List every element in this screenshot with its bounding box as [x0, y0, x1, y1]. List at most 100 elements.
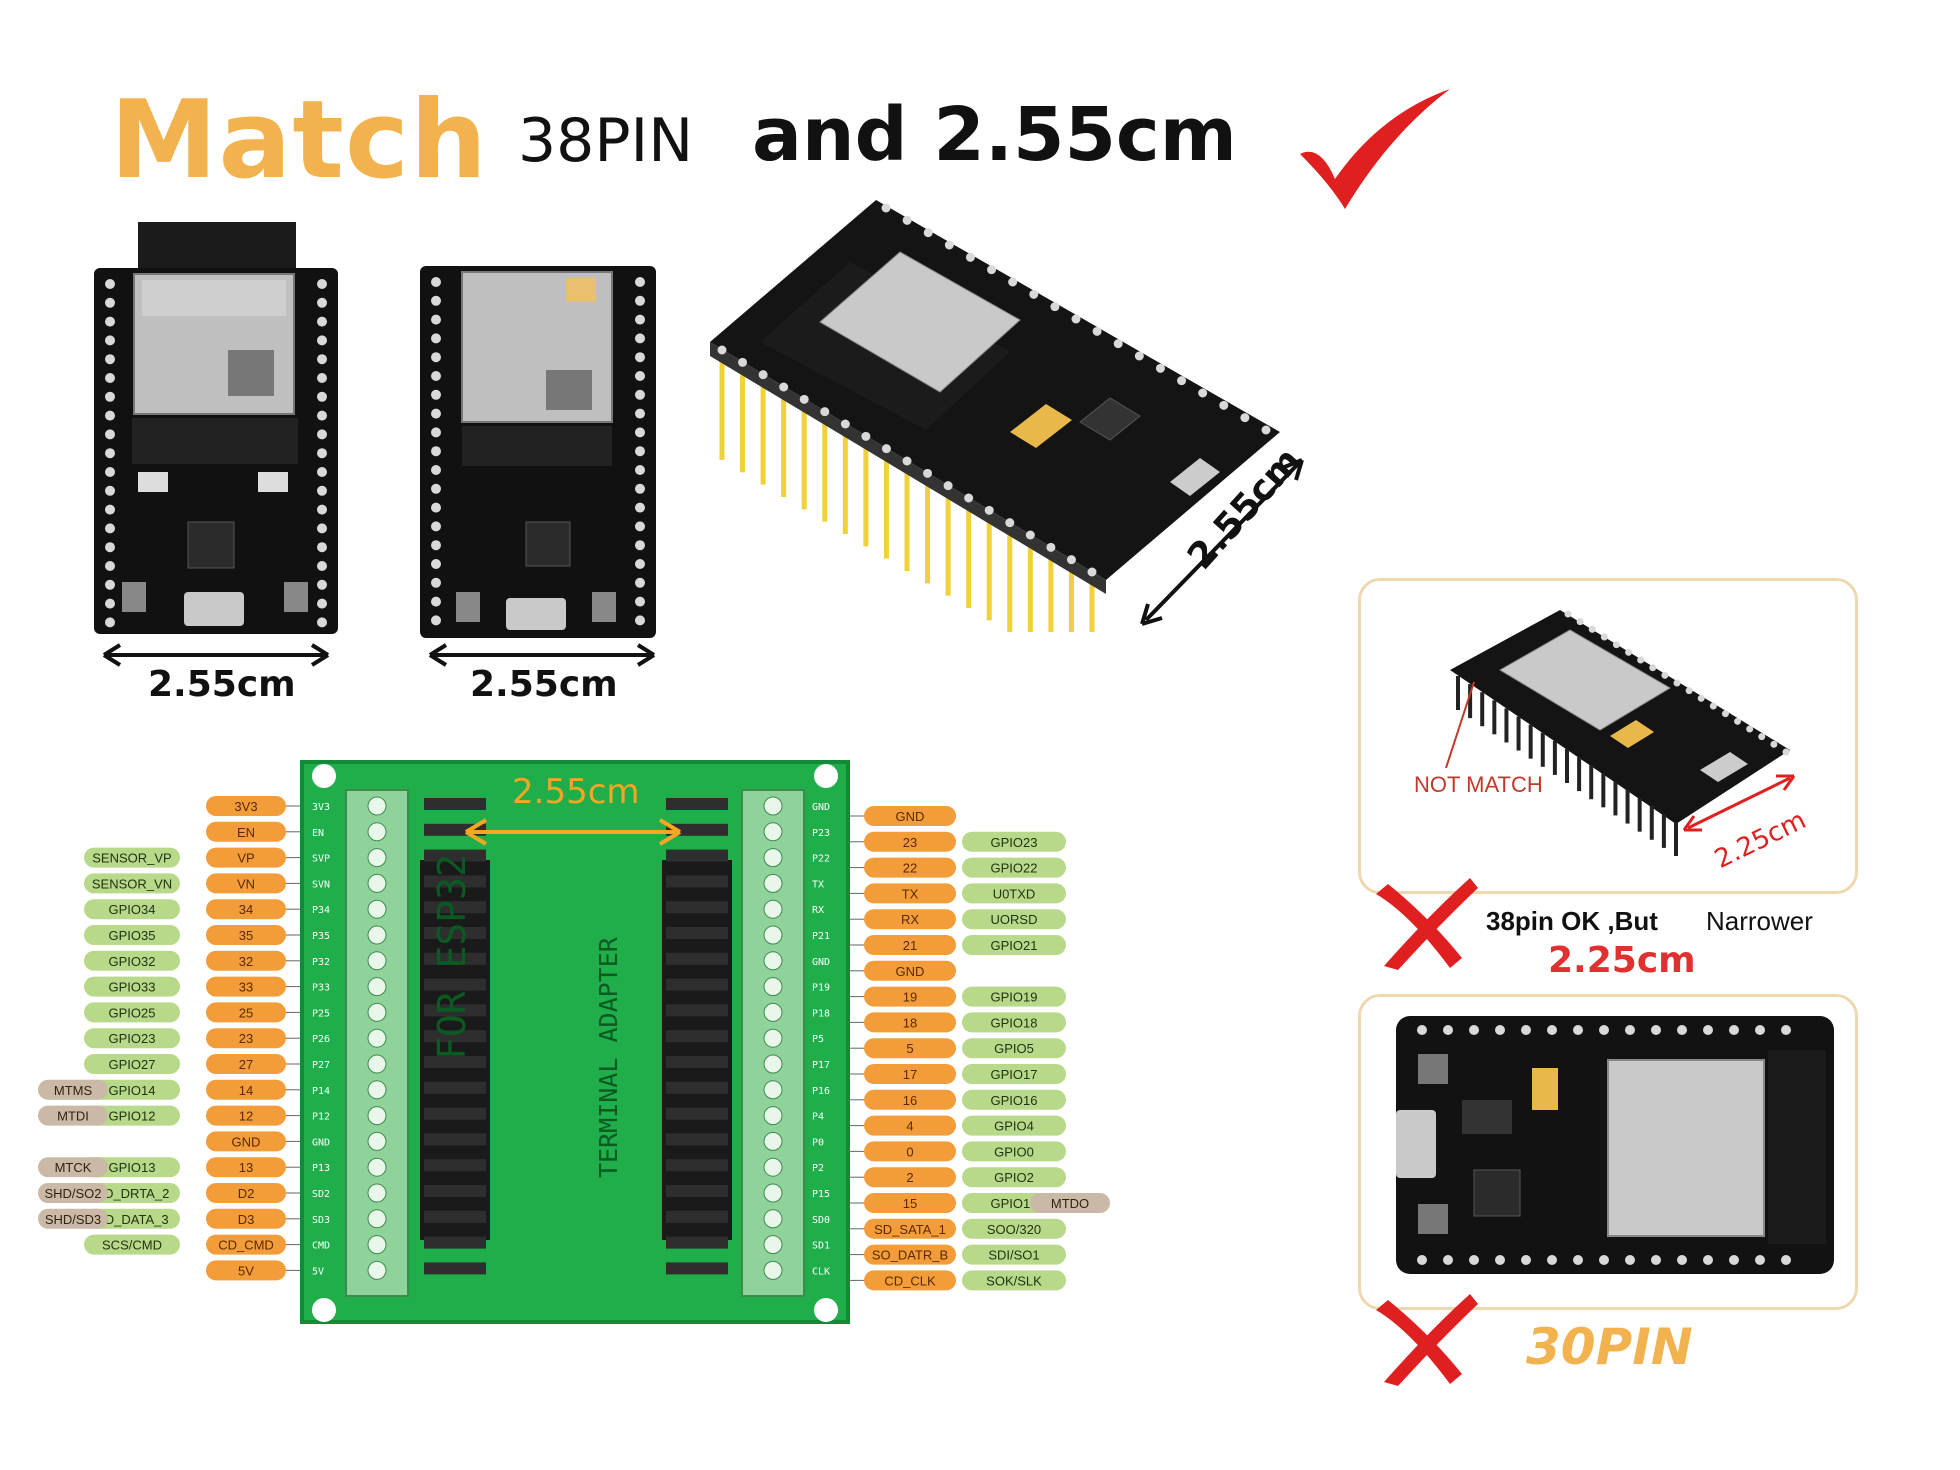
angled-width-arrow: [1140, 458, 1304, 626]
right-pin-label-bg: [864, 857, 956, 878]
female-header-slot: [424, 952, 486, 965]
silk-label-left: P12: [312, 1112, 330, 1123]
right-gpio-label-bg: [962, 1167, 1066, 1188]
female-header-slot: [424, 1262, 486, 1275]
right-pin-label: 19: [903, 990, 917, 1005]
pin-count-heading: 38PIN: [518, 106, 694, 176]
header-pin: [635, 540, 645, 551]
right-pin-label-bg: [864, 1141, 956, 1162]
header-pin: [1709, 702, 1717, 710]
terminal-screw: [367, 796, 387, 816]
right-pin-label-bg: [864, 806, 956, 826]
left-pin-label-bg: [206, 847, 286, 868]
header-pin: [923, 228, 933, 238]
left-pin-label: 23: [239, 1031, 253, 1046]
right-gpio-label: GPIO16: [991, 1093, 1038, 1108]
right-gpio-label-bg: [962, 1115, 1066, 1136]
header-pin: [1661, 671, 1669, 679]
left-pin-label-bg: [206, 796, 286, 816]
female-header-slot: [424, 901, 486, 914]
silk-label-right: P22: [812, 854, 830, 865]
header-pin: [635, 559, 645, 569]
terminal-screw: [763, 1028, 783, 1048]
silk-label-left: 3V3: [312, 802, 330, 813]
female-header-slot: [666, 1159, 728, 1172]
silk-label-right: RX: [812, 905, 824, 916]
header-pin: [1651, 1255, 1661, 1265]
header-pin: [1113, 339, 1123, 349]
header-pin: [738, 357, 748, 367]
female-header-slot: [666, 952, 728, 965]
left-pin-label-bg: [206, 1028, 286, 1049]
header-pin: [431, 521, 441, 532]
right-pin-label: RX: [901, 912, 919, 927]
terminal-screw: [367, 1106, 387, 1126]
right-pin-label: 23: [903, 835, 917, 850]
terminal-screw: [763, 848, 783, 868]
right-gpio-label: UORSD: [991, 912, 1038, 927]
right-pin-label-bg: [864, 986, 956, 1007]
left-alt-label: SHD/SD3: [45, 1212, 101, 1227]
header-pin: [1755, 1025, 1765, 1035]
silk-label-left: SD3: [312, 1215, 330, 1226]
header-pin: [1261, 425, 1271, 435]
left-pin-label: VP: [237, 851, 254, 866]
header-pin: [1612, 641, 1620, 649]
header-pin: [1758, 733, 1766, 741]
header-pin: [431, 352, 441, 363]
terminal-adapter-diagram: 3V3ENVPSENSOR_VPVNSENSOR_VN34GPIO3435GPI…: [38, 760, 1110, 1324]
terminal-screw: [367, 873, 387, 893]
right-pin-label: SO_DATR_B: [872, 1248, 948, 1263]
header-pin: [105, 598, 115, 609]
header-pin: [431, 277, 441, 287]
female-header-slot: [666, 849, 728, 862]
female-header-slot: [666, 1236, 728, 1249]
header-pin: [1008, 277, 1018, 287]
header-pin: [635, 408, 645, 419]
female-header-slot: [424, 1056, 486, 1068]
right-pin-label: SD_SATA_1: [874, 1222, 946, 1237]
header-pin: [431, 577, 441, 588]
terminal-screw: [763, 1260, 783, 1280]
left-alt-label: MTDI: [57, 1109, 89, 1124]
header-pin: [1495, 1255, 1505, 1265]
header-pin: [431, 540, 441, 551]
silk-label-right: P4: [812, 1112, 824, 1123]
silk-label-right: P17: [812, 1060, 830, 1071]
right-gpio-label: SOO/320: [987, 1222, 1041, 1237]
terminal-screw: [763, 899, 783, 919]
left-gpio-label: GPIO27: [109, 1057, 156, 1072]
header-pin: [1005, 518, 1015, 528]
header-pin: [431, 615, 441, 626]
left-alt-label-bg: [38, 1157, 108, 1178]
female-header-slot: [424, 1081, 486, 1094]
adapter-title: FOR ESP32: [430, 854, 474, 1060]
right-alt-label-bg: [1030, 1193, 1110, 1213]
female-header-slot: [666, 1133, 728, 1146]
header-pin: [105, 429, 115, 440]
female-header-slot: [424, 1236, 486, 1249]
female-header-slot: [666, 1004, 728, 1017]
left-pin-label: 25: [239, 1005, 253, 1020]
header-pin: [317, 542, 327, 553]
header-pin: [1781, 1025, 1791, 1035]
header-pin: [717, 345, 727, 355]
header-pin: [1729, 1025, 1739, 1035]
terminal-screw: [367, 1183, 387, 1203]
header-pin: [1588, 625, 1596, 633]
header-pin: [1443, 1025, 1453, 1035]
female-header-slot: [666, 1081, 728, 1094]
header-pin: [923, 468, 933, 478]
header-pin: [1755, 1255, 1765, 1265]
female-header-slot: [666, 798, 728, 810]
right-gpio-label: U0TXD: [993, 886, 1036, 901]
terminal-screw: [763, 951, 783, 971]
silk-label-right: P2: [812, 1163, 824, 1174]
silk-label-right: P18: [812, 1008, 830, 1019]
silk-label-left: P13: [312, 1163, 330, 1174]
header-pin: [1092, 326, 1102, 336]
header-pin: [105, 504, 115, 515]
header-pin: [105, 391, 115, 402]
header-pin: [1417, 1255, 1427, 1265]
narrower-label: Narrower: [1706, 906, 1813, 936]
